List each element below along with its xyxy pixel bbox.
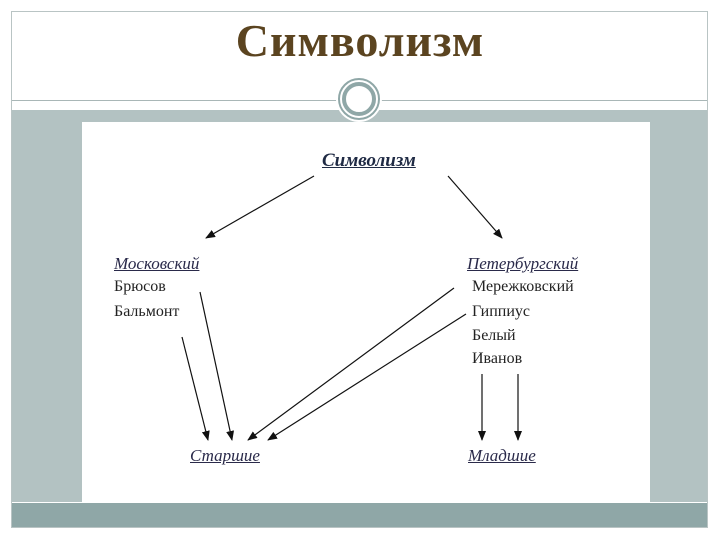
generation-junior: Младшие <box>468 446 536 465</box>
arrow-root-to-peter <box>447 175 503 239</box>
arrow-merezhkovsky-to-senior <box>247 287 455 441</box>
slide-title: Символизм <box>235 15 485 66</box>
root-node: Символизм <box>322 150 416 171</box>
school-petersburg: Петербургский <box>467 254 579 273</box>
circle-ornament-icon <box>336 76 382 122</box>
generation-senior: Старшие <box>190 446 260 465</box>
diagram-panel: Символизм Московский Брюсов Бальмонт Пет… <box>82 122 650 502</box>
member-merezhkovsky: Мережковский <box>472 278 574 295</box>
member-bryusov: Брюсов <box>114 278 166 295</box>
member-balmont: Бальмонт <box>114 303 180 320</box>
footer-band <box>12 503 707 527</box>
arrow-gippius-to-senior <box>267 313 467 441</box>
member-ivanov: Иванов <box>472 350 523 367</box>
school-moscow: Московский <box>114 254 200 273</box>
arrows-layer <box>181 175 522 441</box>
arrow-bryusov-to-senior <box>199 291 235 441</box>
member-bely: Белый <box>472 327 516 344</box>
arrow-balmont-to-senior <box>181 336 210 441</box>
arrow-root-to-moscow <box>205 175 315 239</box>
member-gippius: Гиппиус <box>472 303 530 320</box>
